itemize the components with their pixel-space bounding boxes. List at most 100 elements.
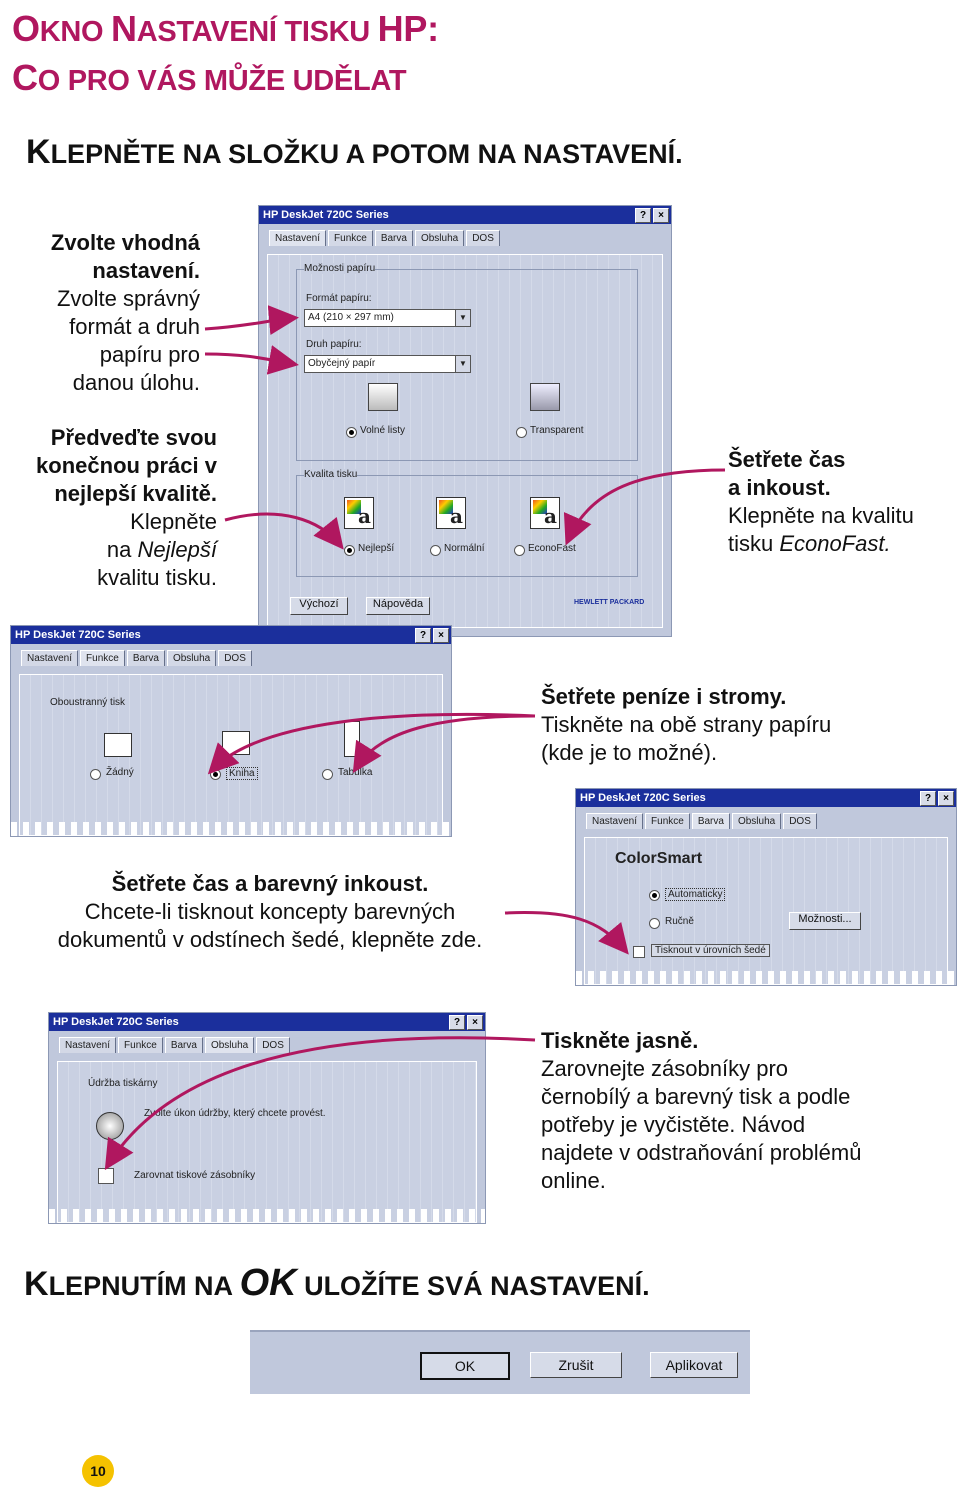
default-button[interactable]: Výchozí bbox=[290, 597, 348, 615]
color-manual-radio[interactable] bbox=[649, 918, 660, 929]
arrow-duplex-book bbox=[207, 712, 536, 775]
color-tab-obsluha[interactable]: Obsluha bbox=[731, 813, 782, 829]
arrow-best-quality bbox=[224, 512, 344, 550]
paper-format-label: Formát papíru: bbox=[306, 293, 372, 304]
service-close-icon[interactable]: × bbox=[467, 1015, 483, 1030]
quality-best-radio[interactable] bbox=[344, 545, 355, 556]
arrow-grayscale bbox=[504, 911, 629, 955]
torn-edge bbox=[11, 822, 451, 836]
color-auto-radio[interactable] bbox=[649, 890, 660, 901]
duplex-tab-obsluha[interactable]: Obsluha bbox=[166, 650, 217, 666]
duplex-close-icon[interactable]: × bbox=[433, 628, 449, 643]
transparency-icon bbox=[530, 383, 560, 411]
dialog-button-bar: OK Zrušit Aplikovat bbox=[250, 1330, 750, 1394]
note-grayscale: Šetřete čas a barevný inkoust. Chcete-li… bbox=[57, 871, 483, 952]
color-manual-label: Ručně bbox=[665, 916, 694, 927]
color-dialog: HP DeskJet 720C Series ?× Nastavení Funk… bbox=[575, 788, 957, 986]
paper-format-select[interactable]: A4 (210 × 297 mm)▼ bbox=[304, 309, 471, 327]
settings-panel: Možnosti papíru Formát papíru: A4 (210 ×… bbox=[267, 254, 663, 628]
media-transparent-label: Transparent bbox=[530, 425, 584, 436]
service-group-label: Údržba tiskárny bbox=[88, 1078, 158, 1089]
note-best-quality: Předveďte svou konečnou práci v nejlepší… bbox=[36, 425, 217, 590]
heading-click-tab: KLEPNĚTE NA SLOŽKU A POTOM NA NASTAVENÍ. bbox=[26, 133, 683, 171]
printer-settings-dialog: HP DeskJet 720C Series ?× Nastavení Funk… bbox=[258, 205, 672, 637]
arrow-align bbox=[104, 1036, 536, 1171]
quality-normal-label: Normální bbox=[444, 543, 485, 554]
service-panel: Údržba tiskárny Zvolte úkon údržby, kter… bbox=[57, 1061, 477, 1223]
page-number-badge: 10 bbox=[82, 1455, 114, 1487]
duplex-tab-dos[interactable]: DOS bbox=[218, 650, 252, 666]
service-tab-barva[interactable]: Barva bbox=[164, 1037, 203, 1053]
duplex-help-icon[interactable]: ? bbox=[415, 628, 431, 643]
note-paper-settings: Zvolte vhodná nastavení. Zvolte správný … bbox=[50, 230, 200, 395]
duplex-none-label: Žádný bbox=[106, 767, 134, 778]
media-sheets-label: Volné listy bbox=[360, 425, 406, 436]
quality-label: Kvalita tisku bbox=[304, 469, 358, 480]
color-tab-nastaveni[interactable]: Nastavení bbox=[586, 813, 644, 829]
service-description: Zvolte úkon údržby, který chcete provést… bbox=[144, 1108, 326, 1119]
quality-normal-radio[interactable] bbox=[430, 545, 441, 556]
tab-barva[interactable]: Barva bbox=[374, 230, 413, 246]
color-options-button[interactable]: Možnosti... bbox=[789, 912, 861, 930]
torn-edge bbox=[49, 1209, 485, 1223]
duplex-tab-funkce[interactable]: Funkce bbox=[80, 650, 125, 666]
color-auto-label: Automaticky bbox=[665, 888, 726, 901]
service-tab-nastaveni[interactable]: Nastavení bbox=[59, 1037, 117, 1053]
tab-funkce[interactable]: Funkce bbox=[328, 230, 373, 246]
color-tab-funkce[interactable]: Funkce bbox=[645, 813, 690, 829]
colorsmart-logo: ColorSmart bbox=[615, 850, 703, 867]
note-duplex: Šetřete peníze i stromy. Tiskněte na obě… bbox=[541, 684, 832, 765]
paper-type-select[interactable]: Obyčejný papír▼ bbox=[304, 355, 471, 373]
dialog-titlebar: HP DeskJet 720C Series ?× bbox=[259, 206, 671, 224]
arrow-duplex-tablet bbox=[352, 714, 536, 774]
service-tab-funkce[interactable]: Funkce bbox=[118, 1037, 163, 1053]
duplex-none-radio[interactable] bbox=[90, 769, 101, 780]
heading-click-ok: KLEPNUTÍM NA OK ULOŽÍTE SVÁ NASTAVENÍ. bbox=[24, 1262, 650, 1304]
color-close-icon[interactable]: × bbox=[938, 791, 954, 806]
close-icon[interactable]: × bbox=[653, 208, 669, 223]
ok-button[interactable]: OK bbox=[420, 1352, 510, 1380]
tab-obsluha[interactable]: Obsluha bbox=[414, 230, 465, 246]
service-tab-dos[interactable]: DOS bbox=[256, 1037, 290, 1053]
duplex-tab-barva[interactable]: Barva bbox=[126, 650, 165, 666]
duplex-group-label: Oboustranný tisk bbox=[50, 697, 126, 708]
cancel-button[interactable]: Zrušit bbox=[530, 1352, 622, 1378]
quality-econofast-icon: a bbox=[530, 497, 560, 529]
service-help-icon[interactable]: ? bbox=[449, 1015, 465, 1030]
service-tab-obsluha[interactable]: Obsluha bbox=[204, 1037, 255, 1053]
paper-type-label: Druh papíru: bbox=[306, 339, 362, 350]
arrow-paper-format bbox=[204, 305, 299, 336]
duplex-tab-nastaveni[interactable]: Nastavení bbox=[21, 650, 79, 666]
grayscale-label: Tisknout v úrovních šedé bbox=[651, 944, 770, 957]
quality-best-label: Nejlepší bbox=[358, 543, 395, 554]
page-title: OKNO NASTAVENÍ TISKU HP: CO PRO VÁS MŮŽE… bbox=[12, 8, 439, 98]
quality-normal-icon: a bbox=[436, 497, 466, 529]
color-titlebar: HP DeskJet 720C Series ?× bbox=[576, 789, 956, 807]
quality-econofast-radio[interactable] bbox=[514, 545, 525, 556]
help-button[interactable]: Nápověda bbox=[366, 597, 430, 615]
apply-button[interactable]: Aplikovat bbox=[650, 1352, 738, 1378]
color-tab-dos[interactable]: DOS bbox=[783, 813, 817, 829]
quality-econofast-label: EconoFast bbox=[528, 543, 576, 554]
media-transparent-radio[interactable] bbox=[516, 427, 527, 438]
tab-dos[interactable]: DOS bbox=[466, 230, 500, 246]
arrow-econofast bbox=[563, 468, 726, 546]
color-help-icon[interactable]: ? bbox=[920, 791, 936, 806]
torn-edge bbox=[576, 971, 956, 985]
media-sheets-radio[interactable] bbox=[346, 427, 357, 438]
hp-logo: HEWLETT PACKARD bbox=[574, 599, 645, 606]
note-econofast: Šetřete čas a inkoust. Klepněte na kvali… bbox=[728, 447, 914, 556]
paper-options-label: Možnosti papíru bbox=[304, 263, 376, 274]
align-cartridges-label: Zarovnat tiskové zásobníky bbox=[134, 1170, 256, 1181]
note-align: Tiskněte jasně. Zarovnejte zásobníky pro… bbox=[541, 1028, 862, 1193]
quality-best-icon: a bbox=[344, 497, 374, 529]
color-tab-barva[interactable]: Barva bbox=[691, 813, 730, 829]
help-icon[interactable]: ? bbox=[635, 208, 651, 223]
tab-nastaveni[interactable]: Nastavení bbox=[269, 230, 327, 246]
grayscale-checkbox[interactable] bbox=[633, 946, 645, 958]
duplex-tablet-radio[interactable] bbox=[322, 769, 333, 780]
duplex-titlebar: HP DeskJet 720C Series ?× bbox=[11, 626, 451, 644]
service-titlebar: HP DeskJet 720C Series ?× bbox=[49, 1013, 485, 1031]
quality-group bbox=[296, 475, 638, 577]
